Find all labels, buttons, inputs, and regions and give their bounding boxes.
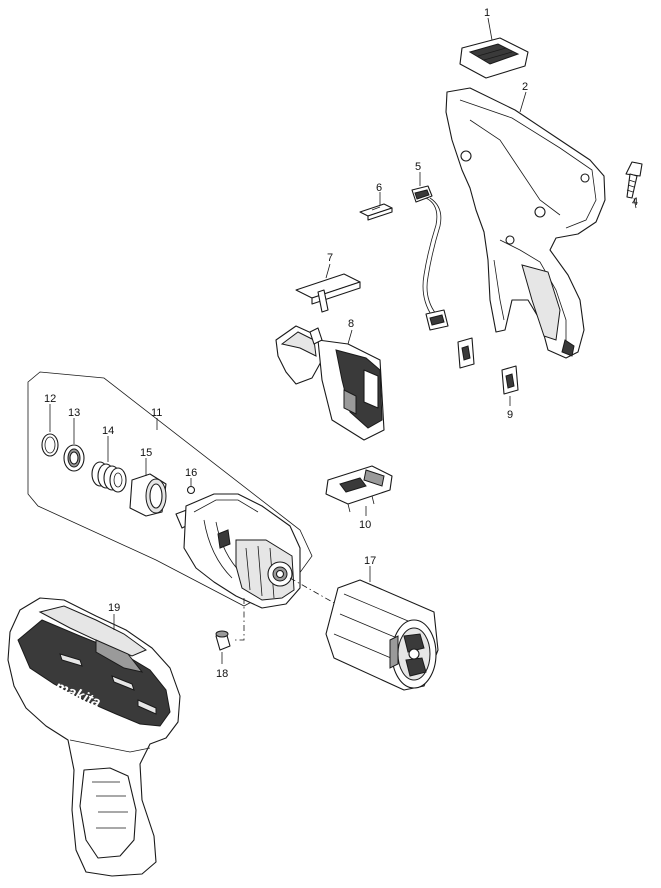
part-label-13: 13 xyxy=(68,407,80,419)
part-16-steel-ball xyxy=(186,478,196,495)
part-label-16: 16 xyxy=(185,467,197,479)
part-12-retaining-ring xyxy=(41,404,59,457)
part-label-17: 17 xyxy=(364,555,376,567)
part-7-slide-plate xyxy=(295,263,361,313)
part-label-9: 9 xyxy=(507,409,513,421)
part-6-plate xyxy=(359,192,393,221)
part-label-14: 14 xyxy=(102,425,114,437)
part-label-18: 18 xyxy=(216,668,228,680)
part-10-lever-base xyxy=(325,465,393,516)
part-15-sleeve xyxy=(129,458,167,517)
part-8-switch xyxy=(275,325,385,441)
part-9-clip xyxy=(457,337,519,406)
part-label-11: 11 xyxy=(151,407,162,419)
part-13-flat-washer xyxy=(63,418,85,472)
part-label-19: 19 xyxy=(108,602,120,614)
part-label-8: 8 xyxy=(348,318,354,330)
part-14-compression-spring xyxy=(91,436,127,493)
part-5-lead-wire xyxy=(411,172,449,331)
part-11-gear-assembly-group xyxy=(27,371,313,607)
part-label-4: 4 xyxy=(632,196,638,208)
part-label-15: 15 xyxy=(140,447,152,459)
axis-line-motor xyxy=(289,577,337,605)
part-18-screw xyxy=(215,630,231,664)
part-label-7: 7 xyxy=(327,252,333,264)
part-label-5: 5 xyxy=(415,161,421,173)
part-number-labels: 1 2 4 5 6 7 8 9 10 11 12 13 14 15 16 17 … xyxy=(44,7,638,680)
part-label-2: 2 xyxy=(522,81,528,93)
part-label-1: 1 xyxy=(484,7,490,19)
part-4-screw xyxy=(625,161,643,209)
part-1-switch-cap xyxy=(459,17,529,79)
part-label-6: 6 xyxy=(376,182,382,194)
gear-assembly-body xyxy=(175,493,301,609)
part-label-12: 12 xyxy=(44,393,56,405)
part-2-housing-half xyxy=(445,87,606,359)
part-17-motor xyxy=(325,566,439,691)
part-19-housing-set: makita xyxy=(7,597,181,877)
part-label-10: 10 xyxy=(359,519,371,531)
axis-line-screw xyxy=(232,598,245,641)
